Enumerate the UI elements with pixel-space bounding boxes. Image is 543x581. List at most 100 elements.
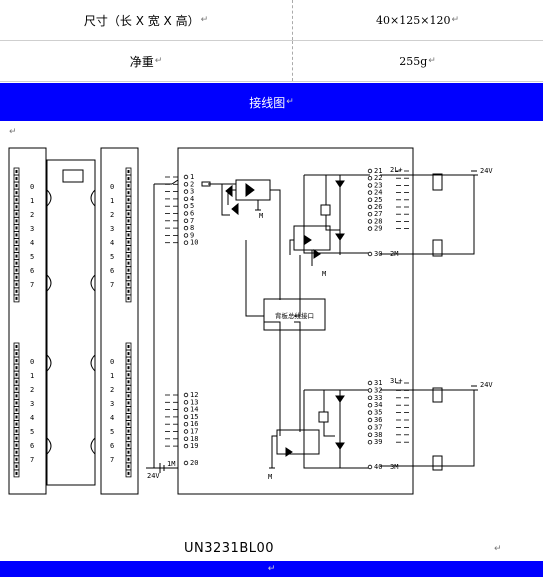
led-cell	[125, 469, 132, 478]
terminal-pin	[367, 211, 373, 217]
input-terminal: 4	[190, 195, 194, 203]
channel-label: 6	[110, 267, 114, 275]
led-dot	[127, 296, 130, 300]
led-dot	[15, 429, 18, 433]
terminal-pin	[367, 440, 373, 445]
terminal-pin	[183, 429, 189, 434]
led-dot	[15, 191, 18, 195]
led-dot	[127, 254, 130, 258]
led-dot	[127, 443, 130, 447]
channel-label: 4	[30, 414, 34, 422]
output-terminal: 21	[374, 167, 382, 175]
channel-label: 1	[30, 372, 34, 380]
output-ground-label: 3M	[390, 463, 398, 471]
ground-label: M	[268, 473, 272, 481]
terminal-pin	[183, 392, 189, 398]
input-terminal: 20	[190, 459, 198, 467]
channel-label: 4	[110, 239, 114, 247]
channel-label: 5	[30, 253, 34, 261]
channel-label: 1	[110, 197, 114, 205]
channel-label: 2	[110, 386, 114, 394]
led-dot	[127, 226, 130, 230]
led-dot	[15, 443, 18, 447]
led-dot	[127, 464, 130, 468]
input-terminal: 6	[190, 210, 194, 218]
led-dot	[127, 408, 130, 412]
led-dot	[127, 170, 130, 173]
led-dot	[15, 219, 18, 223]
terminal-pin	[367, 175, 373, 181]
led-dot	[15, 422, 18, 426]
led-dot	[127, 394, 130, 398]
channel-label: 3	[110, 400, 114, 408]
module-left-strip	[8, 147, 47, 495]
terminal-pin	[367, 251, 373, 257]
channel-label: 5	[30, 428, 34, 436]
terminal-pin	[183, 174, 189, 180]
led-dot	[15, 457, 18, 461]
input-terminal: 15	[190, 413, 198, 421]
led-dot	[15, 373, 18, 377]
terminal-pin	[183, 233, 189, 238]
channel-label: 0	[30, 358, 34, 366]
led-dot	[127, 415, 130, 419]
led-dot	[15, 471, 18, 475]
backplane-box	[263, 298, 326, 331]
terminal-pin	[183, 189, 189, 194]
input-terminal: 8	[190, 224, 194, 232]
terminal-pin	[183, 443, 189, 449]
terminal-pin	[183, 196, 189, 202]
input-terminal: 13	[190, 398, 198, 406]
led-dot	[127, 219, 130, 223]
input-terminal: 9	[190, 231, 194, 239]
led-cell	[13, 469, 20, 478]
terminal-pin	[367, 226, 373, 231]
paragraph-mark: ↵	[9, 127, 17, 137]
output-terminal: 22	[374, 174, 382, 182]
output-supply-label: 2L+	[390, 166, 403, 174]
terminal-pin	[367, 403, 373, 408]
input-terminal: 14	[190, 406, 198, 414]
terminal-pin	[183, 407, 189, 412]
channel-label: 1	[110, 372, 114, 380]
led-dot	[127, 366, 130, 370]
terminal-pin	[183, 414, 189, 420]
spec-row-dimensions: 尺寸（长 X 宽 X 高）↵ 40×125×120↵	[0, 0, 543, 41]
led-dot	[15, 254, 18, 258]
led-dot	[15, 268, 18, 272]
spec-label: 净重	[129, 54, 154, 69]
led-dot	[15, 205, 18, 209]
output-terminal: 32	[374, 386, 382, 394]
channel-label: 3	[30, 400, 34, 408]
led-dot	[15, 415, 18, 419]
output-terminal: 27	[374, 210, 382, 218]
backplane-label: 背板总线接口	[275, 311, 314, 320]
spec-value-cell: 40×125×120↵	[376, 13, 459, 27]
led-dot	[15, 226, 18, 230]
led-dot	[15, 387, 18, 391]
output-terminal: 37	[374, 423, 382, 431]
spec-row-weight: 净重↵ 255g↵	[0, 41, 543, 82]
channel-label: 6	[30, 442, 34, 450]
input-terminal: 5	[190, 202, 194, 210]
led-dot	[15, 464, 18, 468]
input-terminal: 12	[190, 391, 198, 399]
footer-mark: ↵	[267, 564, 276, 574]
terminal-pin	[367, 425, 373, 430]
led-dot	[127, 345, 130, 348]
led-dot	[15, 198, 18, 202]
led-dot	[127, 198, 130, 202]
input-supply-label: 24V	[147, 472, 160, 480]
led-dot	[127, 450, 130, 454]
output-terminal: 28	[374, 217, 382, 225]
led-dot	[127, 373, 130, 377]
spec-value: 40×125×120	[376, 13, 451, 27]
input-terminal: 19	[190, 442, 198, 450]
led-dot	[127, 359, 130, 363]
module-model-label: UN3231BL00	[184, 541, 275, 556]
channel-label: 5	[110, 253, 114, 261]
channel-label: 0	[110, 358, 114, 366]
output-terminal: 40	[374, 463, 382, 471]
input-terminal: 18	[190, 435, 198, 443]
